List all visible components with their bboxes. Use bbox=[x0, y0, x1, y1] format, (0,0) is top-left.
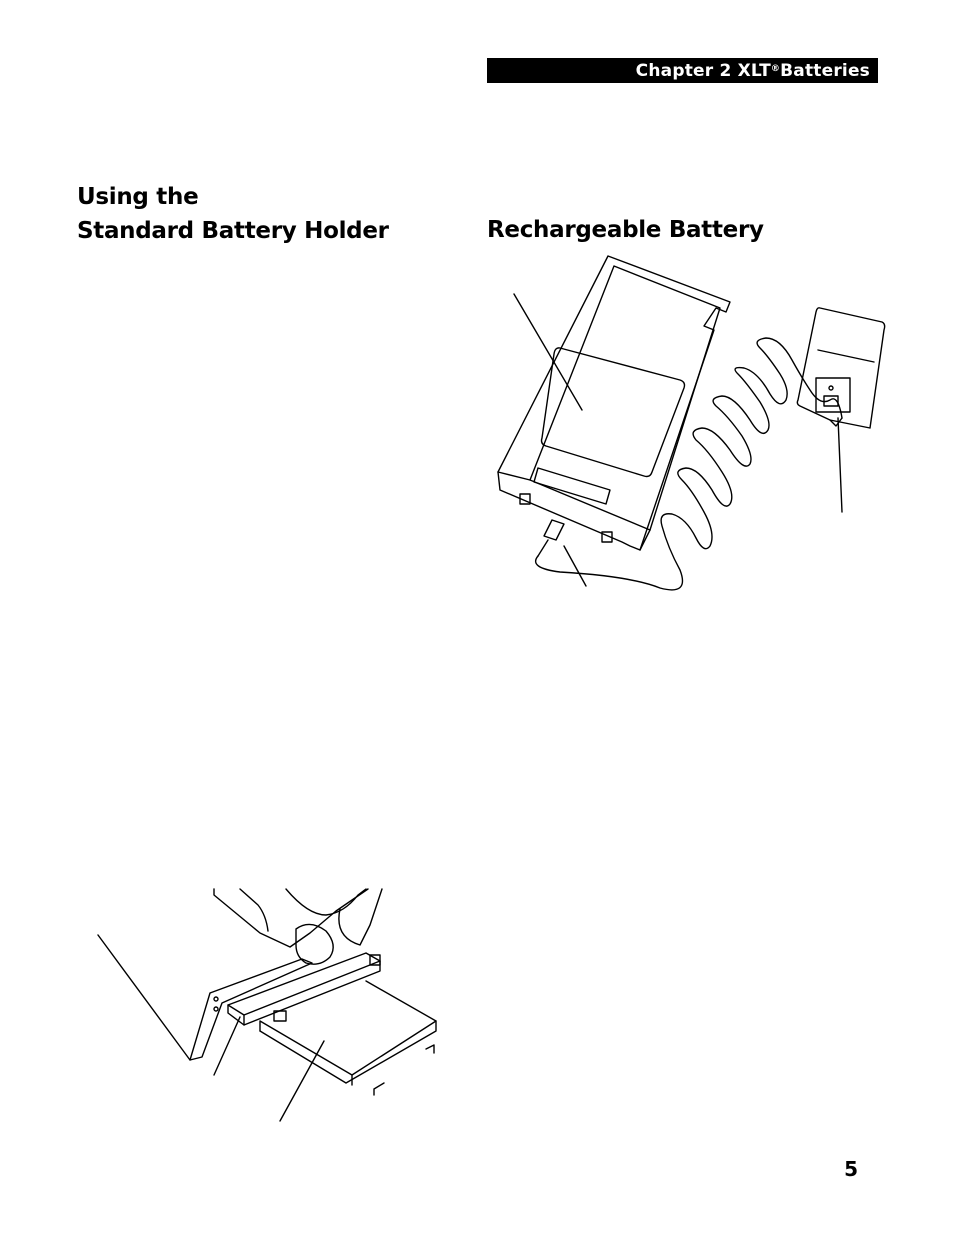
chapter-header-suffix: Batteries bbox=[780, 60, 870, 81]
section-title-line1: Using the bbox=[77, 184, 199, 210]
section-title-standard-holder: Using the Standard Battery Holder bbox=[77, 180, 389, 248]
battery-holder-illustration bbox=[97, 888, 437, 1122]
chapter-header-prefix: Chapter 2 XLT bbox=[635, 60, 771, 81]
chapter-header: Chapter 2 XLT® Batteries bbox=[487, 58, 878, 83]
registered-mark: ® bbox=[770, 63, 781, 74]
section-title-line2: Standard Battery Holder bbox=[77, 218, 389, 244]
battery-charger-illustration bbox=[497, 255, 886, 591]
section-title-rechargeable: Rechargeable Battery bbox=[487, 217, 764, 243]
page-number: 5 bbox=[844, 1157, 858, 1181]
